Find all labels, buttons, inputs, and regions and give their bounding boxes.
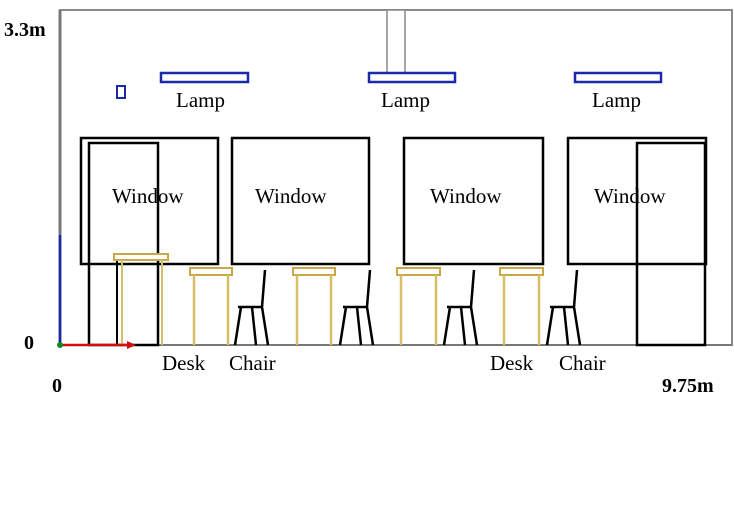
chair-label-1: Chair — [229, 351, 276, 375]
window-label-4: Window — [594, 184, 666, 208]
x-axis-origin-label: 0 — [52, 375, 62, 397]
y-axis-top-label: 3.3m — [4, 19, 46, 41]
window-2 — [230, 136, 371, 266]
x-axis-end-label: 9.75m — [662, 375, 714, 397]
desk-1 — [189, 267, 233, 345]
lamp-label-2: Lamp — [381, 88, 430, 112]
chair-2 — [338, 269, 375, 346]
window-1 — [79, 136, 220, 266]
lamp-3 — [573, 71, 663, 84]
lamp-label-1: Lamp — [176, 88, 225, 112]
door-left — [87, 141, 160, 347]
desk-4 — [499, 267, 544, 345]
window-label-1: Window — [112, 184, 184, 208]
chair-3 — [442, 269, 479, 346]
x-axis-arrowhead — [127, 341, 136, 349]
chair-1 — [233, 269, 270, 346]
window-3 — [402, 136, 545, 266]
lamp-1 — [159, 71, 250, 84]
desk-3 — [396, 267, 441, 345]
door-right — [635, 141, 707, 347]
window-label-2: Window — [255, 184, 327, 208]
y-axis-origin-label: 0 — [24, 332, 34, 354]
lamp-2 — [367, 71, 457, 84]
side-shelf-top — [113, 253, 169, 261]
ceiling-column — [386, 9, 406, 74]
desk-label-2: Desk — [490, 351, 534, 375]
window-label-3: Window — [430, 184, 502, 208]
desk-2 — [292, 267, 336, 345]
chair-4 — [545, 269, 582, 346]
chair-label-2: Chair — [559, 351, 606, 375]
desk-label-1: Desk — [162, 351, 206, 375]
lamp-label-3: Lamp — [592, 88, 641, 112]
origin-dot — [57, 342, 63, 348]
wall-fixture — [116, 85, 126, 99]
